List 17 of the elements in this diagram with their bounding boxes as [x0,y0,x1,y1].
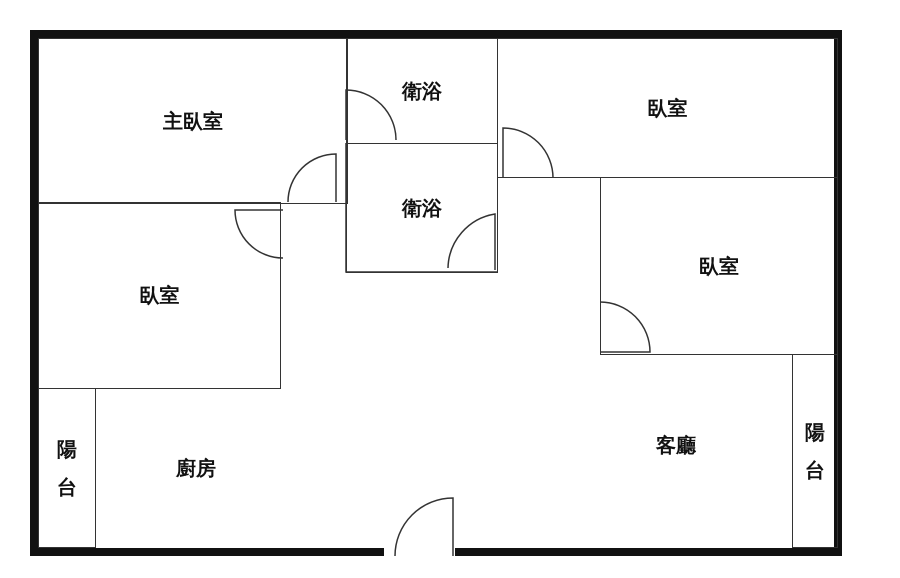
room-label: 衛浴 [402,194,442,222]
room-label: 臥室 [140,282,180,309]
room-outline [346,38,498,144]
room-outline [38,388,96,548]
room-label: 臥室 [699,252,739,280]
room-label: 衛浴 [402,78,442,104]
room-label: 廚房 [176,455,216,482]
room-outline [600,177,838,355]
room-label: 陽台 [804,419,826,484]
room-label: 主臥室 [163,108,223,134]
room-label: 客廳 [656,432,696,459]
room-outline [38,202,281,389]
room-outline [497,38,838,178]
room-label: 臥室 [648,94,688,122]
room-label: 陽台 [56,436,78,501]
room-outline [792,354,838,548]
room-outline [38,38,348,204]
